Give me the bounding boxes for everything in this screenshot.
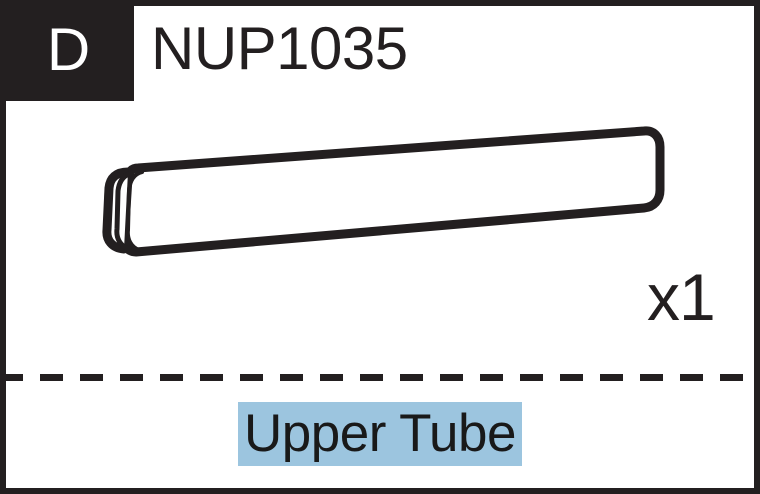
upper-tube-icon (102, 126, 665, 257)
quantity-label: x1 (647, 260, 716, 334)
part-name-row: Upper Tube (6, 402, 754, 467)
part-name-label: Upper Tube (238, 402, 522, 467)
part-number: NUP1035 (151, 15, 408, 82)
step-letter-badge: D (6, 6, 134, 101)
section-divider (6, 374, 754, 381)
step-letter: D (46, 16, 91, 83)
upper-tube-drawing (6, 106, 754, 371)
